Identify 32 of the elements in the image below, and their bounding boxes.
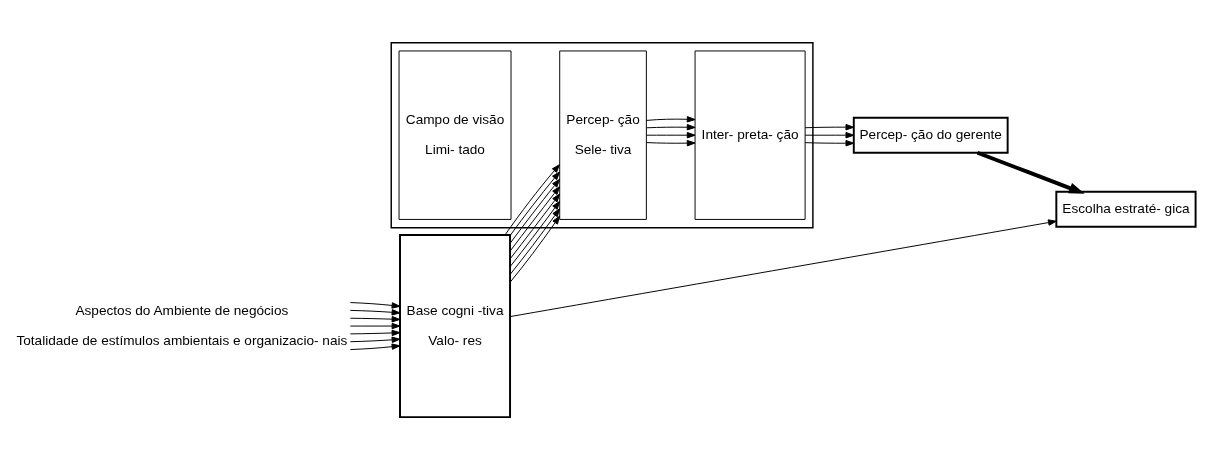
- arrow: [509, 171, 561, 236]
- arrow: [349, 343, 401, 351]
- arrow: [646, 116, 696, 123]
- node-box: Base cogni -tiva Valo- res: [399, 234, 511, 419]
- arrow: [804, 132, 855, 139]
- arrow: [349, 329, 401, 337]
- node-box: Percep- ção do gerente: [852, 116, 1009, 154]
- arrow: [349, 315, 401, 323]
- arrow: [509, 186, 561, 252]
- node-text: Aspectos do Ambiente de negócios Totalidade de estímulos ambientais e organizacio- nais: [16, 302, 348, 348]
- arrow: [509, 200, 561, 268]
- arrow: [646, 132, 696, 139]
- arrow: [804, 140, 855, 147]
- arrow: [646, 124, 696, 131]
- arrow: [349, 322, 401, 330]
- cluster: [390, 41, 814, 229]
- arrow: [509, 219, 1057, 318]
- arrow: [509, 215, 561, 283]
- arrow: [509, 193, 561, 260]
- arrow: [349, 309, 401, 316]
- node-box: Escolha estraté- gica: [1055, 190, 1197, 228]
- arrow: [504, 164, 560, 236]
- arrow: [349, 336, 401, 343]
- arrow: [646, 139, 696, 147]
- node-box: Campo de visão Limi- tado: [398, 50, 512, 220]
- arrow: [509, 178, 561, 244]
- arrow: [509, 208, 561, 275]
- arrow: [976, 150, 1085, 194]
- arrow: [349, 302, 401, 309]
- node-box: Inter- preta- ção: [694, 50, 806, 220]
- arrow: [804, 123, 855, 131]
- node-box: Percep- ção Sele- tiva: [559, 50, 647, 220]
